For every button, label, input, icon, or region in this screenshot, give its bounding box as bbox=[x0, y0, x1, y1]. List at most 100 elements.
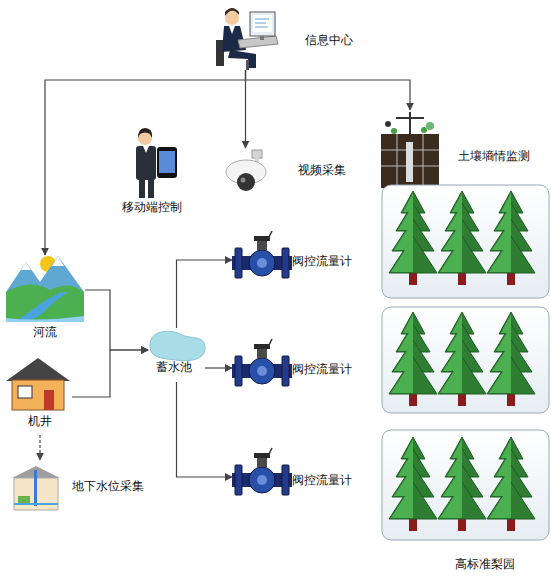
node-label: 阀控流量计 bbox=[292, 473, 352, 487]
flow-connector bbox=[177, 382, 233, 477]
info-center-icon bbox=[216, 8, 278, 70]
icon-node: 阀控流量计 bbox=[232, 343, 292, 393]
orchard-panel bbox=[382, 430, 549, 540]
icon-node: 信息中心 bbox=[213, 5, 278, 70]
orchard-panel bbox=[389, 437, 437, 531]
well-house-icon bbox=[6, 358, 70, 381]
orchard-panel bbox=[382, 185, 549, 298]
well-house-icon bbox=[18, 386, 32, 398]
flow-connector bbox=[177, 260, 233, 328]
info-center-icon bbox=[255, 19, 269, 20]
node-label: 河流 bbox=[5, 325, 85, 339]
soil-sensor-icon bbox=[423, 134, 424, 188]
soil-sensor-icon bbox=[426, 122, 434, 130]
river-icon bbox=[14, 292, 68, 322]
orchard-panel bbox=[382, 430, 549, 540]
mobile-user-icon bbox=[159, 151, 175, 173]
valve-flowmeter bbox=[232, 339, 292, 386]
well-house-icon bbox=[44, 390, 54, 410]
mobile-user-icon bbox=[136, 146, 156, 180]
flow-connector bbox=[45, 70, 246, 255]
valve-flowmeter bbox=[232, 448, 292, 495]
groundwater-icon bbox=[12, 466, 60, 510]
valve-flowmeter bbox=[232, 231, 292, 278]
flow-connector bbox=[245, 70, 246, 148]
icon-node: 土壤墒情监测 bbox=[380, 110, 440, 188]
orchard-panel bbox=[487, 437, 535, 531]
orchard-panel bbox=[389, 191, 437, 285]
orchard-panel bbox=[438, 437, 486, 531]
icon-node: 机井 bbox=[8, 358, 72, 435]
icon-node: 地下水位采集 bbox=[10, 460, 62, 512]
info-center-icon bbox=[253, 15, 272, 32]
orchard-panel bbox=[382, 307, 549, 413]
node-label: 视频采集 bbox=[298, 163, 346, 177]
soil-sensor-icon bbox=[385, 121, 391, 127]
flow-connector bbox=[72, 350, 148, 397]
info-center-icon bbox=[229, 26, 235, 34]
river-icon bbox=[6, 316, 84, 322]
river-icon bbox=[6, 256, 84, 322]
icon-node: 阀控流量计 bbox=[232, 235, 292, 285]
mobile-user-icon bbox=[148, 180, 154, 198]
orchard-panel bbox=[487, 312, 535, 406]
soil-sensor-icon bbox=[397, 134, 398, 188]
groundwater-icon bbox=[14, 503, 58, 505]
icon-node: 河流 bbox=[5, 255, 85, 348]
node-label: 机井 bbox=[8, 414, 72, 428]
info-center-icon bbox=[255, 27, 268, 28]
icon-node: 视频采集 bbox=[220, 148, 270, 195]
info-center-icon bbox=[250, 12, 275, 36]
flow-connector bbox=[39, 435, 40, 460]
reservoir-blob bbox=[150, 331, 205, 360]
node-label: 蓄水池 bbox=[156, 360, 192, 374]
video-camera-icon bbox=[237, 173, 255, 191]
icon-node: 阀控流量计 bbox=[232, 452, 292, 502]
soil-sensor-icon bbox=[391, 128, 397, 134]
mobile-user-icon bbox=[157, 147, 177, 178]
mobile-user-icon bbox=[138, 128, 152, 138]
orchard-panel bbox=[438, 312, 486, 406]
groundwater-icon bbox=[18, 496, 30, 504]
info-center-icon bbox=[260, 36, 264, 40]
soil-sensor-icon bbox=[381, 134, 439, 188]
orchard-panel bbox=[389, 312, 437, 406]
soil-sensor-icon bbox=[396, 117, 424, 119]
node-label: 阀控流量计 bbox=[292, 362, 352, 376]
node-label: 阀控流量计 bbox=[292, 254, 352, 268]
well-house-icon bbox=[6, 358, 70, 410]
soil-sensor-icon bbox=[406, 142, 413, 182]
orchard-panel bbox=[487, 191, 535, 285]
soil-sensor-icon bbox=[381, 112, 439, 188]
mobile-user-icon bbox=[136, 128, 177, 198]
flow-connector bbox=[85, 290, 148, 350]
flow-connector bbox=[246, 70, 411, 110]
info-center-icon bbox=[255, 23, 266, 24]
orchard-panel bbox=[438, 191, 486, 285]
orchard-panel bbox=[382, 307, 549, 413]
river-icon bbox=[21, 262, 31, 270]
soil-sensor-icon bbox=[421, 127, 427, 133]
node-label: 土壤墒情监测 bbox=[458, 149, 530, 163]
reservoir-blob bbox=[150, 331, 205, 360]
well-house-icon bbox=[12, 380, 64, 410]
node-label: 地下水位采集 bbox=[72, 479, 144, 493]
video-camera-icon bbox=[226, 150, 266, 191]
flow-connector bbox=[205, 367, 232, 368]
node-label: 移动端控制 bbox=[122, 200, 182, 214]
node-label: 信息中心 bbox=[305, 33, 353, 47]
mobile-user-icon bbox=[143, 146, 149, 153]
caption-label: 高标准梨园 bbox=[455, 557, 515, 571]
info-center-icon bbox=[238, 36, 278, 48]
orchard-panel bbox=[382, 185, 549, 298]
video-camera-icon bbox=[241, 178, 246, 183]
icon-node: 蓄水池 bbox=[148, 328, 205, 382]
river-icon bbox=[52, 256, 64, 266]
mobile-user-icon bbox=[139, 180, 145, 198]
info-center-icon bbox=[246, 60, 249, 70]
info-center-icon bbox=[228, 50, 256, 68]
groundwater-icon bbox=[34, 470, 37, 506]
icon-node: 移动端控制 bbox=[122, 128, 182, 223]
info-center-icon bbox=[225, 8, 239, 16]
